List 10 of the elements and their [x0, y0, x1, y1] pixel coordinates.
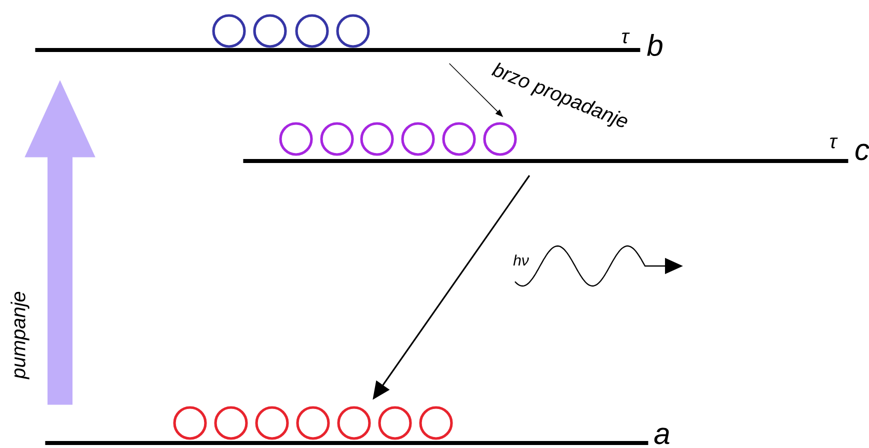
energy-level: τ c [243, 138, 869, 163]
edge-label: pumpanje [10, 292, 30, 380]
energy-level: τ b [35, 32, 662, 56]
energy-level: a [45, 428, 670, 445]
node-label: b [647, 34, 662, 56]
node-label: τ [830, 138, 838, 148]
node-label: a [654, 428, 670, 444]
node-label: τ [622, 32, 630, 44]
photon-label: hν [513, 254, 529, 266]
node-label: c [856, 144, 869, 160]
